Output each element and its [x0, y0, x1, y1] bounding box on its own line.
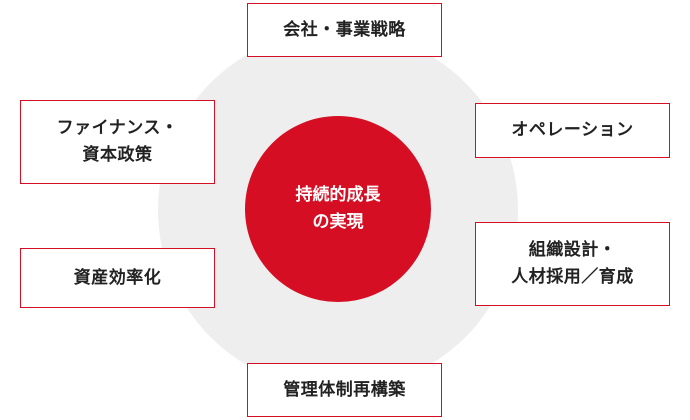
node-label-line-2: 人材採用／育成 [511, 267, 634, 287]
node-label: オペレーション [511, 120, 634, 140]
node-label-line-1: ファイナンス・ [56, 118, 179, 138]
node-label-line-2: 資本政策 [82, 145, 153, 165]
node-corporate-business-strategy: 会社・事業戦略 [247, 3, 442, 57]
node-operations: オペレーション [475, 103, 670, 158]
node-label: 資産効率化 [73, 267, 162, 288]
node-label: 管理体制再構築 [283, 379, 406, 400]
center-label-line-1: 持続的成長 [295, 185, 381, 205]
center-label-line-2: の実現 [312, 212, 364, 232]
node-management-restructuring: 管理体制再構築 [247, 363, 442, 417]
node-asset-efficiency: 資産効率化 [20, 248, 215, 308]
center-circle: 持続的成長 の実現 [245, 116, 431, 302]
node-finance-capital-policy: ファイナンス・ 資本政策 [20, 100, 215, 184]
node-organization-talent: 組織設計・ 人材採用／育成 [475, 222, 670, 306]
node-label: 会社・事業戦略 [283, 19, 406, 40]
node-label-line-1: 組織設計・ [528, 240, 617, 260]
